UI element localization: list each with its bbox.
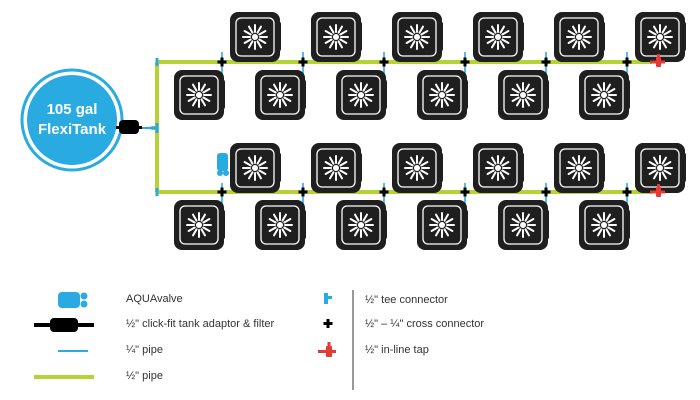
pot-icon [229,11,282,63]
pot-icon [310,11,363,63]
pot-icon [472,142,525,194]
legend-label-cross-connector: ½" – ¼" cross connector [365,318,485,330]
pot-icon [310,142,363,194]
cross-connector-icon [622,187,632,197]
tee-connector-icon [150,123,159,133]
cross-connector-icon [541,57,551,67]
legend-inline-tap-icon [318,342,336,357]
cross-connector-icon [298,187,308,197]
pots [173,11,687,251]
tank-icon [27,75,117,165]
pot-icon [553,11,606,63]
tank-adaptor-filter-icon [116,120,142,134]
pot-icon [634,142,687,194]
cross-connector-icon [460,57,470,67]
cross-connector-icon [217,57,227,67]
cross-connector-icon [541,187,551,197]
legend-tank-adaptor-filter-icon [34,318,94,332]
legend [34,290,354,390]
cross-connector-icon [217,187,227,197]
legend-aquavalve-icon [58,292,88,308]
cross-connector-icon [622,57,632,67]
tank-label-line1: 105 gal [47,101,98,118]
tee-connector-icon [155,58,159,66]
cross-connector-icon [460,187,470,197]
pot-icon [578,199,631,251]
legend-label-half-pipe: ½" pipe [126,370,163,382]
legend-label-inline-tap: ½" in-line tap [365,344,429,356]
legend-tee-connector-icon [324,293,332,304]
pot-icon [391,11,444,63]
pot-icon [497,199,550,251]
inline-tap-icon [650,54,665,67]
pot-icon [416,69,469,121]
legend-label-tank-adaptor-filter: ½" click-fit tank adaptor & filter [126,318,275,330]
tank-label-line2: FlexiTank [38,121,107,138]
legend-label-tee-connector: ½" tee connector [365,294,448,306]
pot-icon [634,11,687,63]
pot-icon [254,69,307,121]
pot-icon [472,11,525,63]
legend-cross-connector-icon [323,319,333,328]
flexitank: 105 gal FlexiTank [20,68,124,172]
tee-connector-icon [155,188,159,196]
connectors [150,54,665,197]
pot-icon [173,69,226,121]
tank-outline-icon [20,68,124,172]
pot-icon [416,199,469,251]
pot-icon [254,199,307,251]
pot-icon [553,142,606,194]
pot-icon [391,142,444,194]
aquavalve-icon [217,153,229,176]
pot-icon [335,69,388,121]
cross-connector-icon [298,57,308,67]
cross-connector-icon [379,57,389,67]
inline-tap-icon [650,184,665,197]
pot-icon [497,69,550,121]
pot-icon [173,199,226,251]
pot-icon [229,142,282,194]
legend-label-aquavalve: AQUAvalve [126,293,183,305]
pot-icon [578,69,631,121]
legend-label-quarter-pipe: ¼" pipe [126,344,163,356]
pot-icon [335,199,388,251]
cross-connector-icon [379,187,389,197]
